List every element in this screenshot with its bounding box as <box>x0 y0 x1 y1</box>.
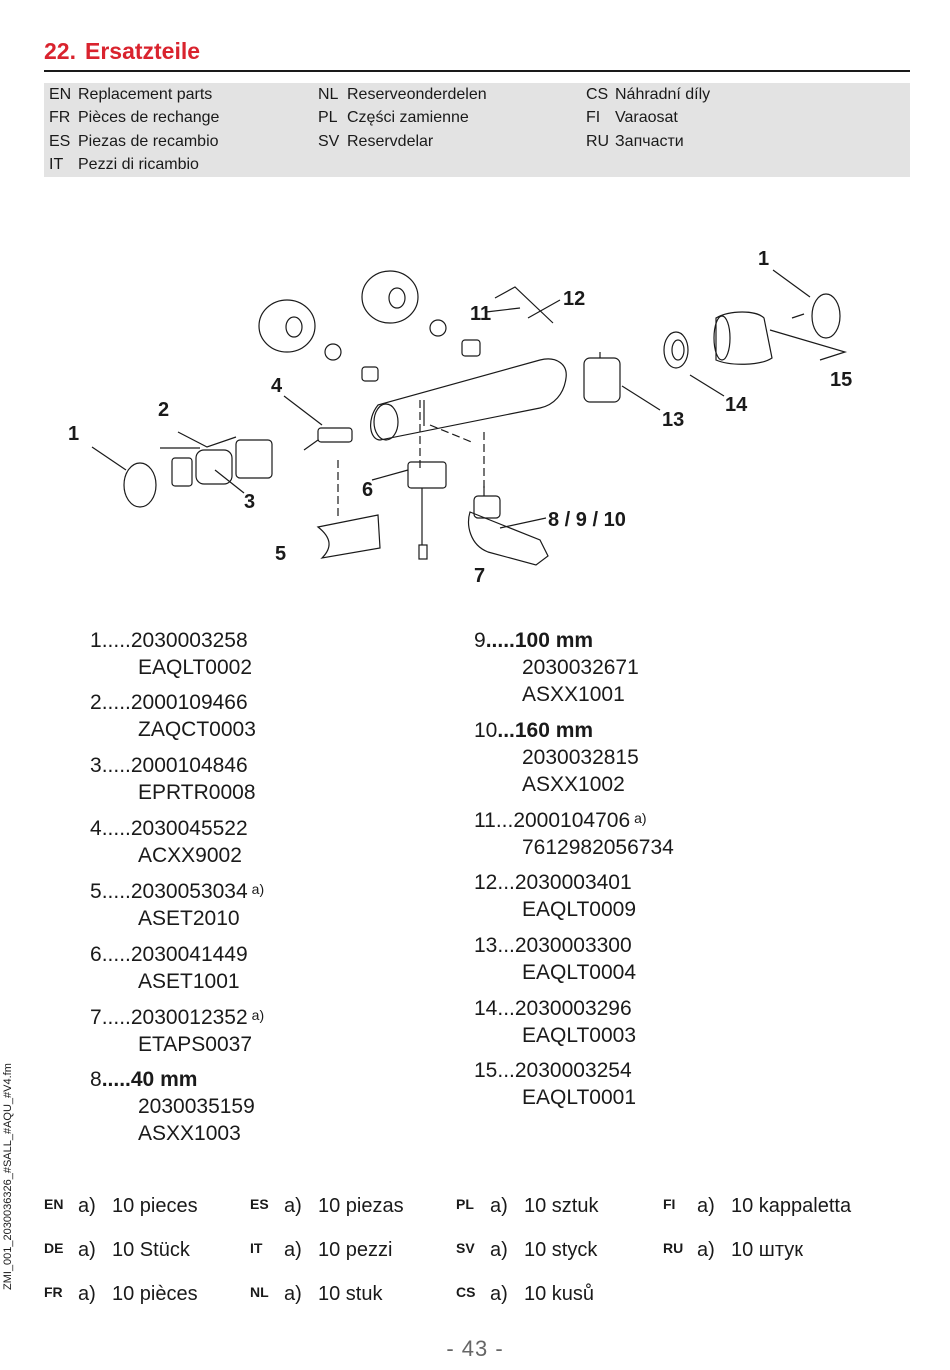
diagram-label: 5 <box>275 543 286 565</box>
diagram-label: 12 <box>563 288 585 310</box>
diagram-label: 3 <box>244 491 255 513</box>
diagram-label: 11 <box>470 303 491 325</box>
diagram-label: 15 <box>830 369 852 391</box>
diagram-label: 13 <box>662 409 684 431</box>
diagram-label: 7 <box>474 565 485 587</box>
title-rule <box>44 70 910 72</box>
file-reference: ZMI_001_2030036326_#SALL_#AQU_#V4.fm <box>2 1063 14 1290</box>
page-number: - 43 - <box>446 1336 504 1361</box>
exploded-view-diagram: 1 2 3 4 5 6 7 8 / 9 / 10 11 12 13 14 15 … <box>68 248 852 587</box>
diagram-label: 8 / 9 / 10 <box>548 509 626 531</box>
section-number: 22. <box>44 38 76 64</box>
diagram-label: 4 <box>271 375 283 397</box>
section-name: Ersatzteile <box>84 38 201 64</box>
diagram-label: 1 <box>68 423 79 445</box>
diagram-label: 2 <box>158 399 169 421</box>
diagram-label: 1 <box>758 248 769 270</box>
diagram-label: 6 <box>362 479 373 501</box>
section-title: 22. Ersatzteile <box>44 38 200 65</box>
diagram-label: 14 <box>725 394 748 416</box>
